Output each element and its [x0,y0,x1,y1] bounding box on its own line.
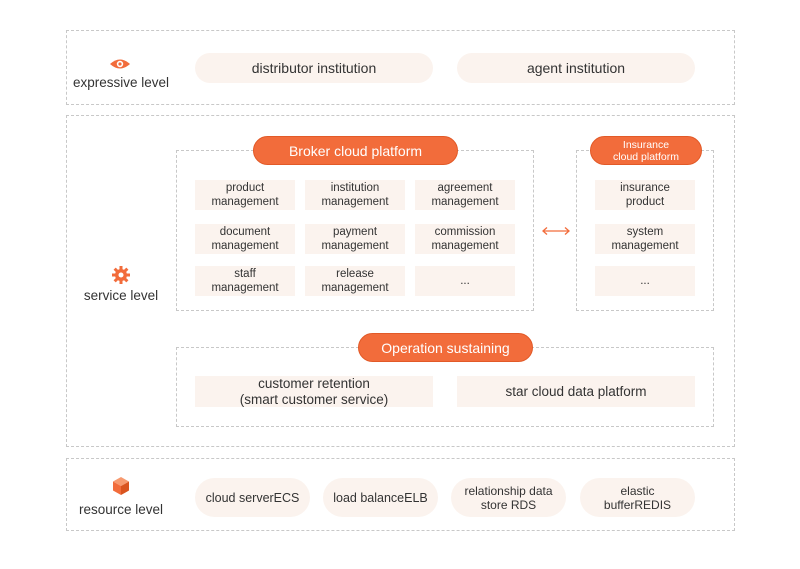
resource-level-panel [66,458,735,531]
cloud-server-ecs-box: cloud serverECS [195,478,310,517]
customer-retention-box: customer retention (smart customer servi… [195,376,433,407]
gear-icon [112,266,130,284]
document-management-cell: document management [195,224,295,254]
operation-title: Operation sustaining [358,333,533,362]
product-management-cell: product management [195,180,295,210]
load-balance-elb-box: load balanceELB [323,478,438,517]
insurance-product-cell: insurance product [595,180,695,210]
service-level-label: service level [83,288,159,303]
broker-more-cell: ... [415,266,515,296]
expressive-level-panel [66,30,735,105]
release-management-cell: release management [305,266,405,296]
commission-management-cell: commission management [415,224,515,254]
agent-institution-box: agent institution [457,53,695,83]
broker-platform-title: Broker cloud platform [253,136,458,165]
insurance-platform-title: Insurance cloud platform [590,136,702,165]
insurance-more-cell: ... [595,266,695,296]
expressive-level-label: expressive level [72,75,170,90]
system-management-cell: system management [595,224,695,254]
relationship-data-store-rds-box: relationship data store RDS [451,478,566,517]
star-cloud-data-platform-box: star cloud data platform [457,376,695,407]
institution-management-cell: institution management [305,180,405,210]
elastic-buffer-redis-box: elastic bufferREDIS [580,478,695,517]
eye-icon [109,57,131,71]
service-level-panel [66,115,735,447]
staff-management-cell: staff management [195,266,295,296]
distributor-institution-box: distributor institution [195,53,433,83]
payment-management-cell: payment management [305,224,405,254]
resource-level-label: resource level [78,502,164,517]
agreement-management-cell: agreement management [415,180,515,210]
cube-icon [111,476,131,496]
double-arrow-icon [540,225,572,237]
